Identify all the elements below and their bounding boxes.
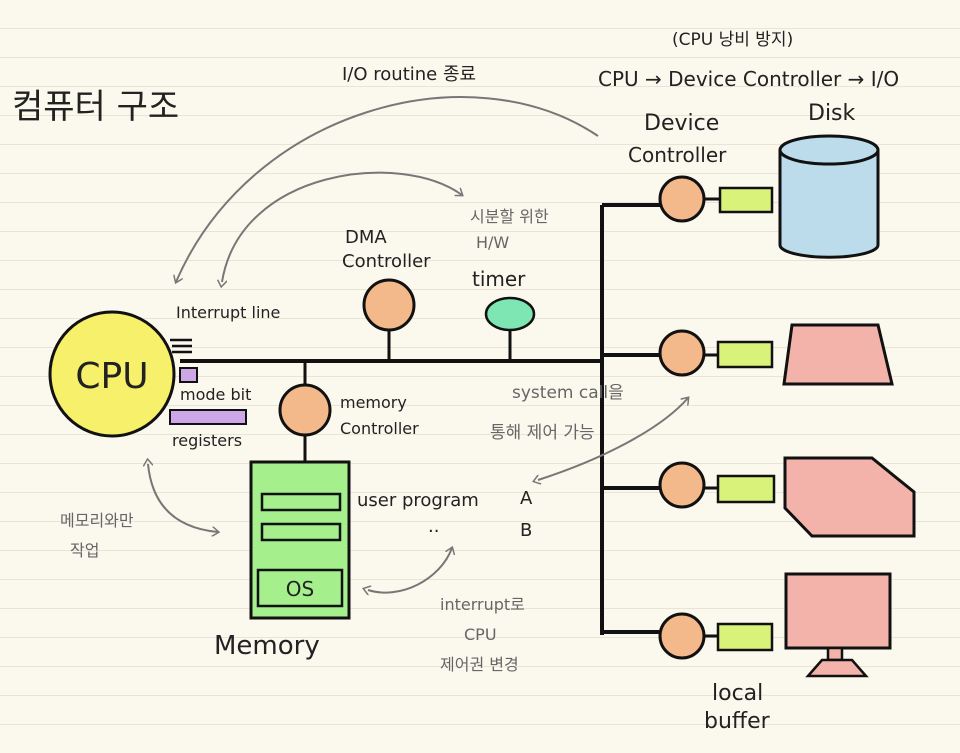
memory-label: Memory	[214, 631, 320, 661]
mode-bit-label: mode bit	[180, 385, 251, 404]
syscall-arrow	[538, 398, 688, 480]
interrupt-note-line1: interrupt로	[440, 595, 525, 614]
memory-controller-circle	[278, 383, 332, 437]
device-controller-1	[658, 175, 706, 223]
device-controller-label-line1: Device	[644, 111, 719, 136]
interrupt-note-line3: 제어권 변경	[440, 655, 519, 674]
interrupt-control-arrow	[368, 548, 452, 593]
device-3-icon	[783, 456, 916, 538]
timer-oval	[484, 296, 536, 332]
user-program-label: user program	[357, 490, 479, 511]
cpu-waste-note: (CPU 낭비 방지)	[672, 30, 793, 50]
memory-slot-1	[260, 492, 342, 512]
cpu-circle	[48, 310, 176, 438]
memory-os-label: OS	[286, 577, 314, 601]
program-a-label: A	[520, 488, 533, 509]
program-more-label: ..	[428, 516, 439, 537]
monitor-icon	[784, 572, 892, 678]
memory-only-arrow	[148, 464, 218, 532]
syscall-note-line2: 통해 제어 가능	[490, 423, 595, 443]
interrupt-note-line2: CPU	[464, 625, 497, 644]
local-buffer-label-line1: local	[712, 681, 763, 706]
page-title: 컴퓨터 구조	[12, 87, 179, 127]
dma-label-line1: DMA	[345, 227, 387, 248]
memory-only-note-line1: 메모리와만	[60, 511, 134, 530]
device-2-icon	[782, 323, 894, 386]
memory-slot-2	[260, 522, 342, 542]
dma-controller-circle	[362, 278, 416, 332]
syscall-note-line1: system call을	[512, 383, 624, 403]
local-buffer-label-line2: buffer	[704, 709, 771, 734]
interrupt-line-label: Interrupt line	[176, 303, 280, 322]
interrupt-arc-arrow	[222, 171, 462, 282]
memory-controller-label-line1: memory	[340, 393, 407, 412]
timer-note-line1: 시분할 위한	[470, 207, 549, 226]
device-controller-2	[658, 329, 706, 377]
local-buffer-1	[718, 186, 774, 214]
memory-only-note-line2: 작업	[70, 541, 99, 560]
device-controller-3	[658, 461, 706, 509]
cpu-label: CPU	[75, 356, 148, 397]
registers-bar	[169, 409, 247, 425]
local-buffer-4	[716, 622, 774, 652]
device-controller-4	[658, 612, 706, 660]
disk-label: Disk	[808, 101, 856, 126]
memory-os-slot	[256, 568, 344, 608]
dma-label-line2: Controller	[342, 251, 431, 272]
device-controller-label-line2: Controller	[628, 143, 727, 167]
cpu-device-flow-note: CPU → Device Controller → I/O	[598, 67, 899, 91]
disk-icon	[778, 134, 880, 259]
mode-bit-box	[179, 367, 198, 383]
timer-note-line2: H/W	[476, 233, 509, 252]
memory-controller-label-line2: Controller	[340, 419, 419, 438]
local-buffer-2	[716, 340, 774, 369]
registers-label: registers	[172, 431, 242, 450]
timer-label: timer	[472, 267, 526, 291]
io-routine-note: I/O routine 종료	[342, 64, 476, 85]
io-routine-arrow	[176, 96, 599, 282]
program-b-label: B	[520, 520, 532, 541]
local-buffer-3	[716, 474, 776, 504]
